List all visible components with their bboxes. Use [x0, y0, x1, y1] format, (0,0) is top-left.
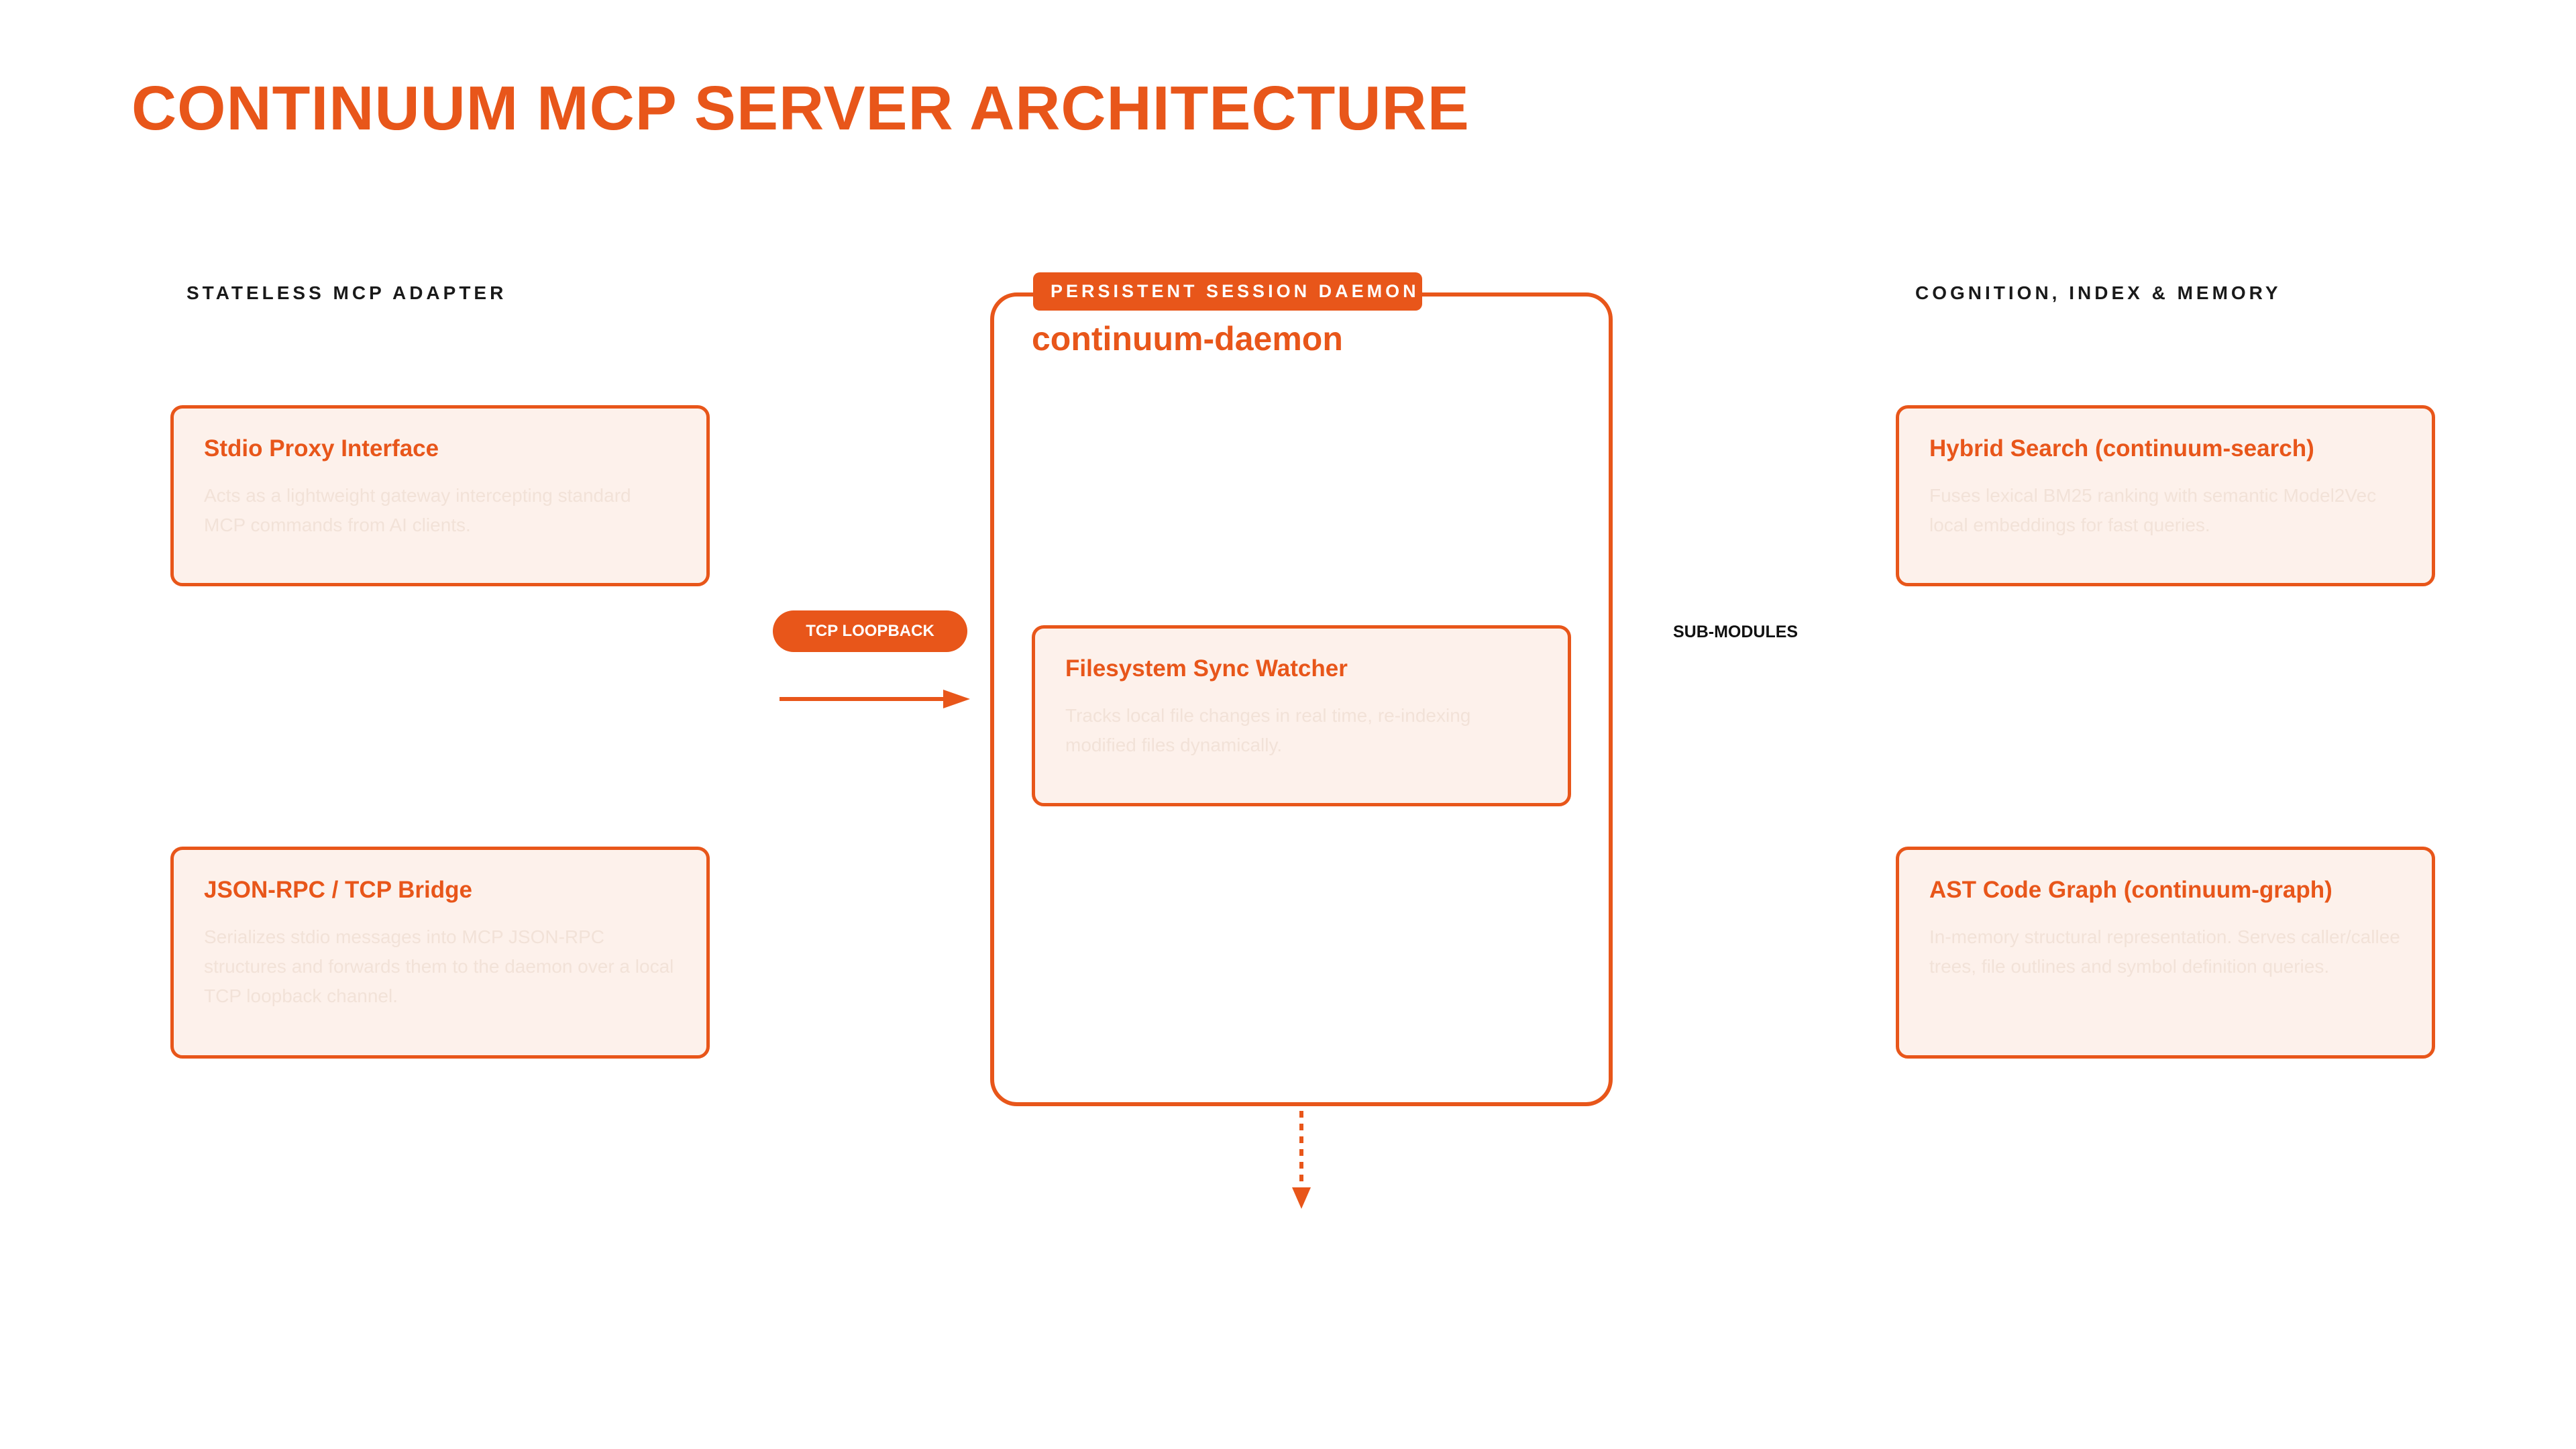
daemon-name: continuum-daemon [1032, 320, 1343, 358]
stdio-proxy-card: Stdio Proxy Interface Acts as a lightwei… [170, 405, 710, 586]
hybrid-search-card: Hybrid Search (continuum-search) Fuses l… [1896, 405, 2435, 586]
page-title: CONTINUUM MCP SERVER ARCHITECTURE [131, 73, 1470, 143]
left-column-label: STATELESS MCP ADAPTER [186, 282, 507, 303]
right-column-label: COGNITION, INDEX & MEMORY [1915, 282, 2282, 303]
card-title: AST Code Graph (continuum-graph) [1929, 877, 2332, 903]
card-description: Tracks local file changes in real time, … [1065, 705, 1471, 755]
filesystem-watcher-card: Filesystem Sync Watcher Tracks local fil… [1032, 625, 1571, 806]
submodules-label: SUB-MODULES [1673, 623, 1799, 641]
card-title: Hybrid Search (continuum-search) [1929, 435, 2314, 462]
daemon-down-arrow [1292, 1111, 1311, 1209]
card-title: Filesystem Sync Watcher [1065, 655, 1348, 682]
card-description: Fuses lexical BM25 ranking with semantic… [1929, 485, 2377, 535]
tcp-loopback-badge: TCP LOOPBACK [773, 610, 967, 652]
card-title: Stdio Proxy Interface [204, 435, 439, 462]
tcp-arrow [780, 690, 970, 708]
daemon-tab-label: PERSISTENT SESSION DAEMON [1033, 272, 1422, 311]
card-description: Acts as a lightweight gateway intercepti… [204, 485, 631, 535]
card-description: Serializes stdio messages into MCP JSON-… [204, 926, 674, 1006]
json-rpc-bridge-card: JSON-RPC / TCP Bridge Serializes stdio m… [170, 847, 710, 1059]
card-title: JSON-RPC / TCP Bridge [204, 877, 472, 903]
ast-code-graph-card: AST Code Graph (continuum-graph) In-memo… [1896, 847, 2435, 1059]
card-description: In-memory structural representation. Ser… [1929, 926, 2400, 977]
